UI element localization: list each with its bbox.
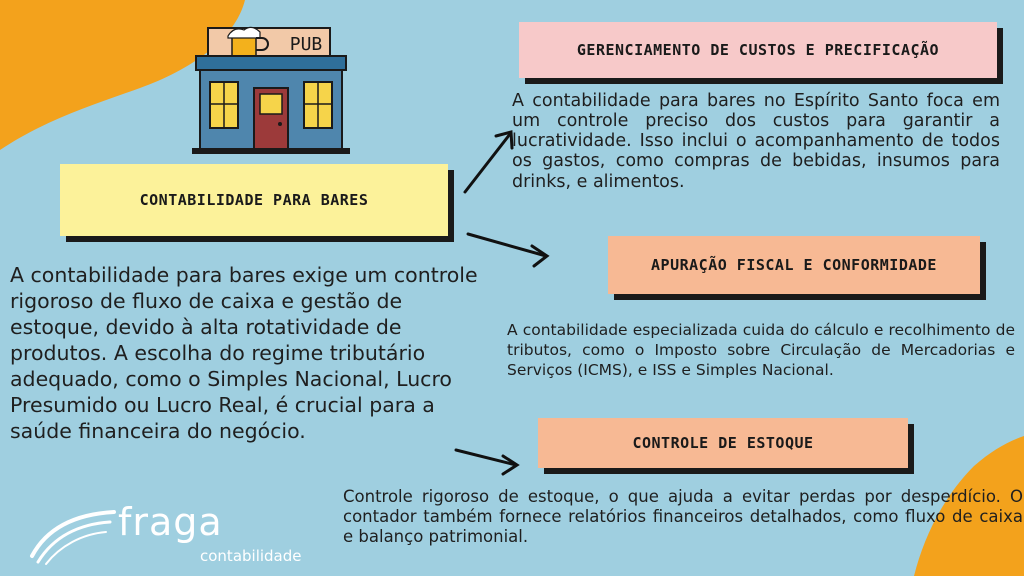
main-title-box: CONTABILIDADE PARA BARES — [60, 164, 448, 236]
costs-description: A contabilidade para bares no Espírito S… — [512, 91, 1000, 192]
fraga-logo-icon — [30, 510, 116, 565]
arrow-icon — [466, 232, 548, 258]
main-title: CONTABILIDADE PARA BARES — [139, 191, 369, 209]
logo-subtitle: contabilidade — [200, 547, 302, 565]
costs-title-box: GERENCIAMENTO DE CUSTOS E PRECIFICAÇÃO — [519, 22, 997, 78]
logo-name: fraga — [118, 500, 223, 544]
arrow-icon — [454, 448, 518, 467]
stock-description: Controle rigoroso de estoque, o que ajud… — [343, 487, 1023, 547]
orange-blob-bottom-right — [914, 436, 1024, 576]
fiscal-title-box: APURAÇÃO FISCAL E CONFORMIDADE — [608, 236, 980, 294]
orange-blob-top-left — [0, 0, 245, 150]
arrow-icon — [463, 132, 512, 194]
costs-title: GERENCIAMENTO DE CUSTOS E PRECIFICAÇÃO — [576, 41, 940, 59]
beer-mug-icon — [227, 26, 269, 57]
pub-sign-text: PUB — [290, 34, 323, 55]
fiscal-title: APURAÇÃO FISCAL E CONFORMIDADE — [651, 256, 937, 274]
fiscal-description: A contabilidade especializada cuida do c… — [507, 321, 1015, 380]
stock-title: CONTROLE DE ESTOQUE — [632, 434, 814, 452]
stock-title-box: CONTROLE DE ESTOQUE — [538, 418, 908, 468]
pub-building-icon: PUB — [192, 26, 350, 154]
main-description: A contabilidade para bares exige um cont… — [10, 263, 478, 444]
